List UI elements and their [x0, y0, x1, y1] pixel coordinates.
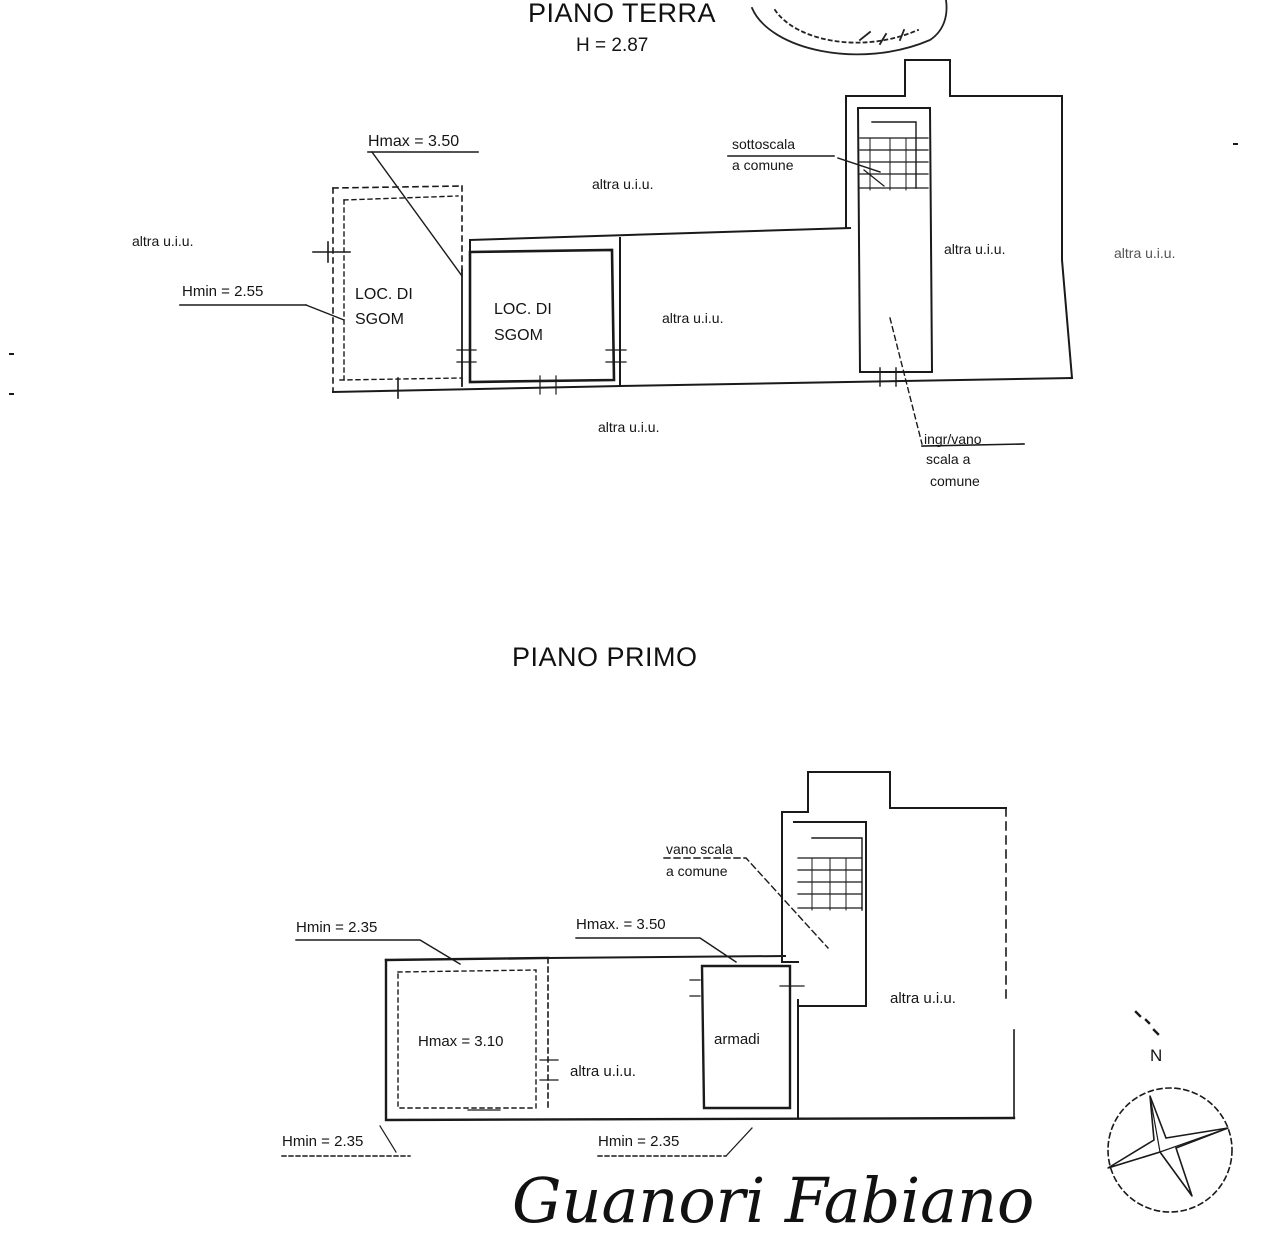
first-floor-title: PIANO PRIMO [512, 642, 698, 672]
entrance-line2: scala a [926, 451, 971, 467]
other-unit-label: altra u.i.u. [944, 241, 1006, 257]
ground-hmin-label: Hmin = 2.55 [182, 283, 264, 300]
room1-label-line1: LOC. DI [355, 286, 413, 303]
stair-label-line2: a comune [666, 863, 728, 879]
stair-label-line1: vano scala [666, 841, 733, 857]
ground-floor-plan [179, 59, 1074, 447]
compass-rose [1107, 1010, 1233, 1213]
first-hmin-bottom-left: Hmin = 2.35 [282, 1133, 364, 1150]
other-unit-label: altra u.i.u. [1114, 245, 1176, 261]
first-hmax-top: Hmax. = 3.50 [576, 916, 666, 933]
scan-specks [9, 143, 1238, 395]
first-hmax-room: Hmax = 3.10 [418, 1033, 504, 1050]
other-unit-label: altra u.i.u. [598, 419, 660, 435]
other-unit-label: altra u.i.u. [132, 233, 194, 249]
first-hmin-top: Hmin = 2.35 [296, 919, 378, 936]
room2-label-line1: LOC. DI [494, 301, 552, 318]
room2-label-line2: SGOM [494, 327, 543, 344]
ground-hmax-label: Hmax = 3.50 [368, 133, 460, 150]
other-unit-label: altra u.i.u. [890, 990, 956, 1007]
ground-floor-title: PIANO TERRA [528, 0, 717, 28]
signature: Guanori Fabiano [512, 1164, 1035, 1237]
stamp-seal [750, 0, 948, 56]
first-floor-plan [281, 771, 1016, 1157]
other-unit-label: altra u.i.u. [662, 310, 724, 326]
under-stair-line1: sottoscala [732, 136, 796, 152]
other-unit-label: altra u.i.u. [570, 1063, 636, 1080]
ground-floor-height: H = 2.87 [576, 35, 649, 56]
north-label: N [1150, 1046, 1163, 1065]
entrance-line3: comune [930, 473, 980, 489]
entrance-line1: ingr/vano [924, 431, 982, 447]
first-hmin-bottom-right: Hmin = 2.35 [598, 1133, 680, 1150]
other-unit-label: altra u.i.u. [592, 176, 654, 192]
room1-label-line2: SGOM [355, 311, 404, 328]
wardrobe-label: armadi [714, 1031, 760, 1048]
under-stair-line2: a comune [732, 157, 794, 173]
